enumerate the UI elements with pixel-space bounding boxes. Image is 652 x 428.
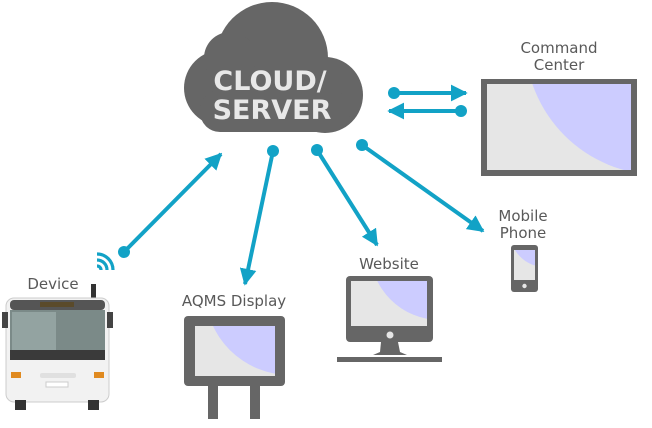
connector-dot xyxy=(388,87,400,99)
connector-dot xyxy=(311,144,323,156)
website: Website xyxy=(337,255,442,362)
arrow-to-website xyxy=(315,148,379,247)
command-center: Command Center xyxy=(481,39,637,176)
cloud-icon xyxy=(184,2,363,133)
bus-icon xyxy=(2,284,113,410)
phone-icon xyxy=(511,245,538,292)
command-center-label-line1: Command xyxy=(520,39,597,57)
connectors xyxy=(118,84,485,286)
wifi-icon xyxy=(96,252,115,271)
display-kiosk-icon xyxy=(184,316,285,419)
mobile-phone: Mobile Phone xyxy=(498,207,548,292)
cloud-label-line2: SERVER xyxy=(213,95,332,126)
cloud-label-line1: CLOUD/ xyxy=(213,66,326,97)
aqms-label: AQMS Display xyxy=(182,292,286,310)
arrow-to-aqms xyxy=(239,150,275,286)
device-label: Device xyxy=(27,275,78,293)
monitor-icon xyxy=(481,79,637,176)
website-label: Website xyxy=(359,255,419,273)
device: Device xyxy=(2,252,115,410)
desktop-monitor-icon xyxy=(337,276,442,362)
arrow-to-mobile xyxy=(360,143,485,233)
command-center-label-line2: Center xyxy=(534,56,585,74)
mobile-label-line1: Mobile xyxy=(498,207,547,225)
connector-dot xyxy=(118,246,130,258)
cloud-server: CLOUD/ SERVER xyxy=(184,2,363,133)
connector-dot xyxy=(455,105,467,117)
connector-dot xyxy=(356,139,368,151)
arrow-device-to-cloud xyxy=(122,152,223,254)
mobile-label-line2: Phone xyxy=(500,224,546,242)
aqms-display: AQMS Display xyxy=(182,292,286,419)
connector-dot xyxy=(267,145,279,157)
